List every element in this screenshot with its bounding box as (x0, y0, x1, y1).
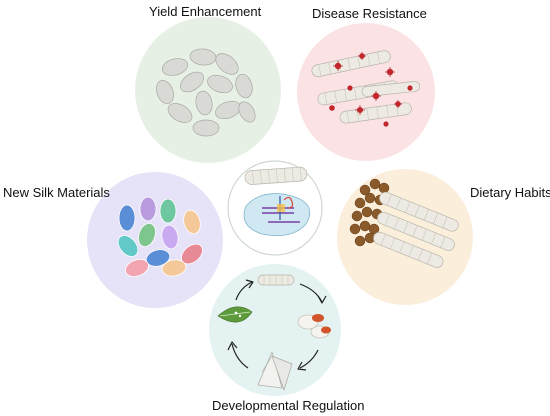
virus-icon (329, 53, 413, 127)
infected-silkworms-icon (311, 50, 421, 127)
colored-cocoons-icon (117, 196, 203, 277)
yield-enhancement-panel (135, 17, 281, 163)
disease-resistance-panel (297, 23, 435, 161)
new-silk-materials-panel (87, 172, 223, 308)
silkworm-lifecycle-icon (217, 274, 331, 392)
pupae-icon (297, 314, 331, 339)
dietary-habits-panel (337, 169, 473, 305)
silkworm-gene-editing-icon (243, 166, 311, 237)
cycle-arrows (227, 279, 327, 371)
gene-editing-center-panel (227, 160, 323, 256)
yield-enhancement-label: Yield Enhancement (149, 4, 262, 19)
mulberry-leaf-icon (217, 306, 253, 323)
dietary-habits-label: Dietary Habits (470, 185, 550, 200)
silkworms-eating-icon (349, 178, 459, 268)
developmental-regulation-panel (209, 264, 341, 396)
moth-icon (257, 350, 293, 392)
disease-resistance-label: Disease Resistance (312, 6, 427, 21)
new-silk-materials-label: New Silk Materials (3, 185, 110, 200)
developmental-regulation-label: Developmental Regulation (212, 398, 365, 413)
cocoon-cluster-icon (156, 48, 256, 137)
